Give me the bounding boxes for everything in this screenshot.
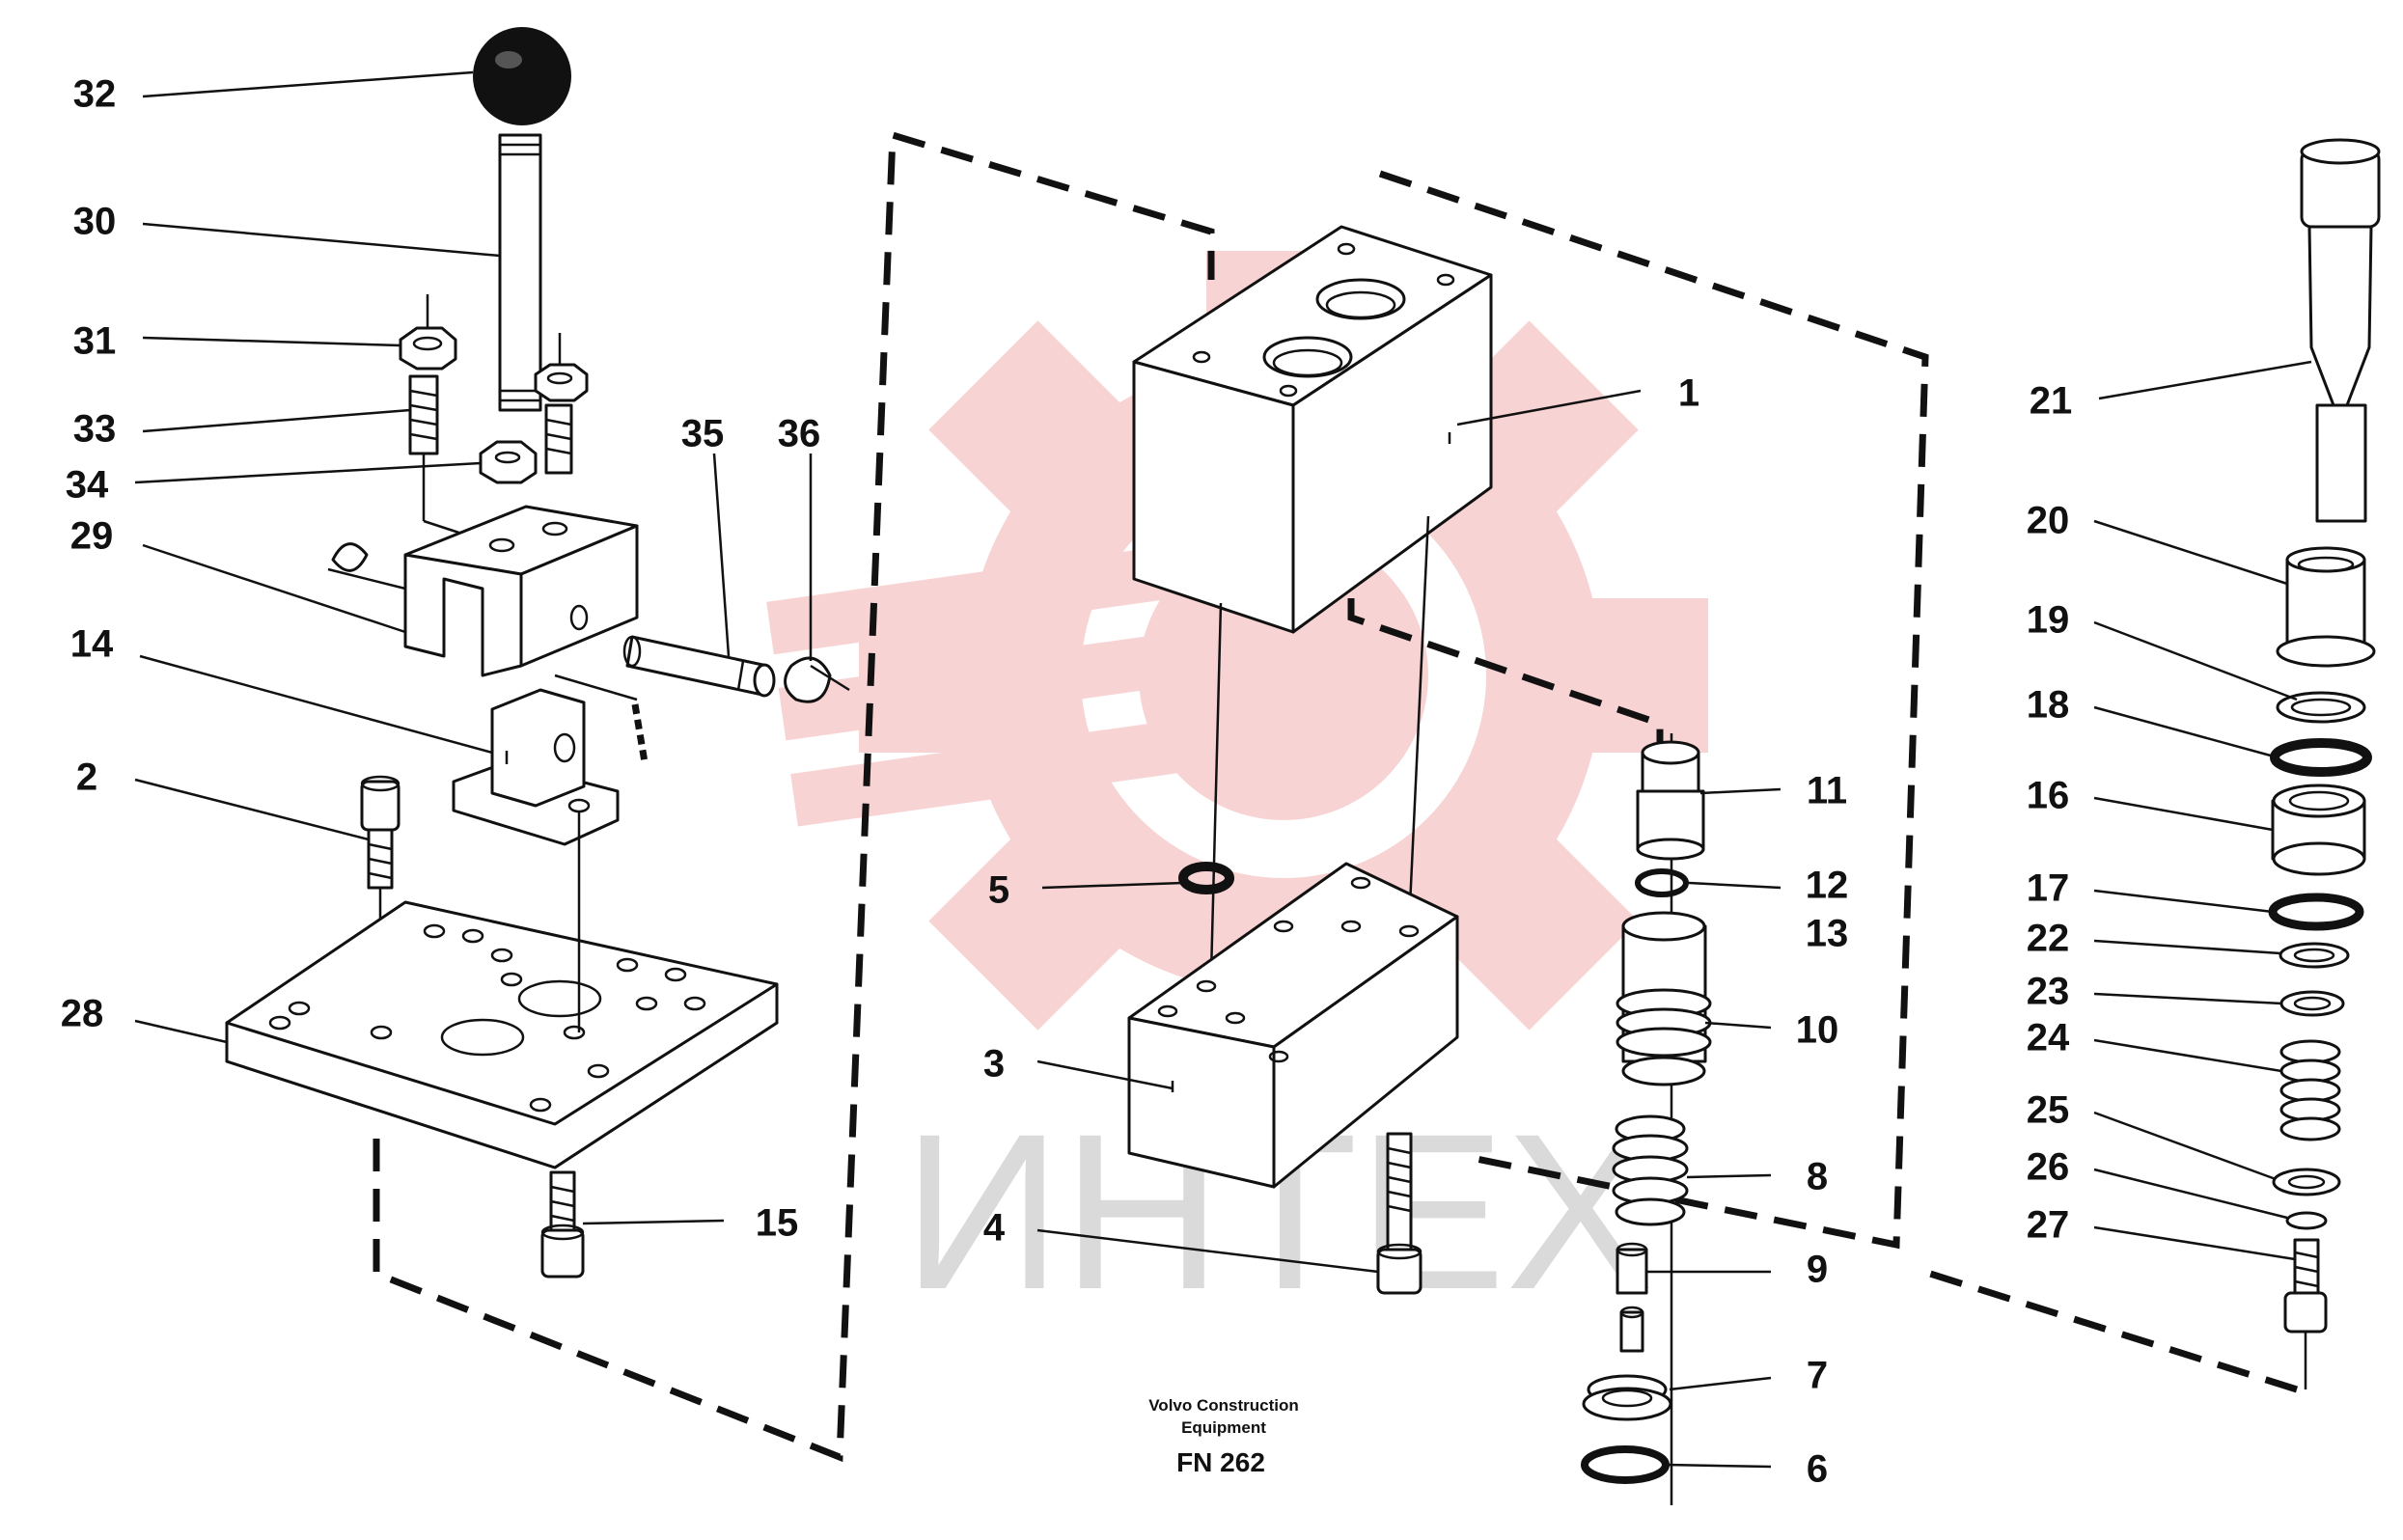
caption-block: Volvo Construction Equipment FN 262 xyxy=(1148,1396,1299,1477)
leader-line-29 xyxy=(142,543,406,634)
leader-line-8 xyxy=(1686,1173,1772,1179)
knob xyxy=(473,27,571,125)
leader-line-32 xyxy=(142,70,474,98)
leader-line-4 xyxy=(1036,1228,1379,1274)
screw-right-of-lever xyxy=(534,333,589,475)
leader-line-20 xyxy=(2093,519,2288,586)
callout-18: 18 xyxy=(2027,684,2070,727)
nut-31 xyxy=(399,294,457,371)
cap-screw-15 xyxy=(540,1170,585,1279)
callout-1: 1 xyxy=(1678,372,1699,415)
leader-line-19 xyxy=(2093,620,2298,701)
lever-rod xyxy=(498,133,542,412)
callout-35: 35 xyxy=(681,413,725,455)
leader-line-1 xyxy=(1456,389,1642,426)
callout-29: 29 xyxy=(70,515,114,558)
leader-line-31 xyxy=(142,336,401,347)
callout-20: 20 xyxy=(2027,500,2070,542)
right-component-stack xyxy=(2268,138,2381,1389)
callout-2: 2 xyxy=(76,756,97,799)
figure-number: FN 262 xyxy=(1176,1447,1265,1477)
leader-line-18 xyxy=(2093,705,2279,759)
leader-line-5 xyxy=(1041,881,1184,890)
callout-31: 31 xyxy=(73,320,117,363)
leader-line-33 xyxy=(142,408,411,433)
leader-line-11 xyxy=(1699,787,1782,795)
callout-33: 33 xyxy=(73,408,117,451)
callout-9: 9 xyxy=(1807,1249,1828,1291)
callout-8: 8 xyxy=(1807,1156,1828,1198)
pin-35 xyxy=(622,635,776,698)
spool-stack xyxy=(1581,733,1712,1505)
leader-lines xyxy=(134,70,2312,1469)
callout-21: 21 xyxy=(2030,380,2073,423)
leader-line-35 xyxy=(712,453,731,657)
callout-28: 28 xyxy=(61,993,104,1035)
leader-line-26 xyxy=(2093,1168,2288,1220)
pivot-stand xyxy=(452,674,649,846)
leader-line-14 xyxy=(139,654,493,755)
callout-17: 17 xyxy=(2027,867,2070,910)
manufacturer-line-2: Equipment xyxy=(1181,1418,1266,1437)
callout-15: 15 xyxy=(756,1202,799,1245)
callout-4: 4 xyxy=(983,1207,1006,1250)
leader-line-34 xyxy=(134,461,482,484)
leader-line-21 xyxy=(2098,360,2312,400)
leader-line-23 xyxy=(2093,992,2283,1005)
callout-10: 10 xyxy=(1796,1009,1839,1052)
leader-line-10 xyxy=(1704,1021,1772,1030)
leader-line-30 xyxy=(142,222,501,258)
callout-3: 3 xyxy=(983,1043,1005,1086)
leader-line-7 xyxy=(1669,1376,1772,1391)
callout-25: 25 xyxy=(2027,1089,2070,1132)
nut-34 xyxy=(479,440,538,484)
callout-19: 19 xyxy=(2027,599,2070,642)
callout-34: 34 xyxy=(66,464,109,507)
lever-bracket xyxy=(327,505,639,677)
leader-line-3 xyxy=(1036,1059,1174,1090)
callout-5: 5 xyxy=(988,869,1009,912)
base-plate xyxy=(225,811,779,1169)
manufacturer-line-1: Volvo Construction xyxy=(1148,1396,1299,1415)
callout-24: 24 xyxy=(2027,1017,2070,1059)
leader-line-28 xyxy=(134,1019,228,1044)
callout-32: 32 xyxy=(73,73,117,116)
leader-line-27 xyxy=(2093,1225,2296,1261)
callout-16: 16 xyxy=(2027,775,2070,817)
leader-line-6 xyxy=(1665,1463,1772,1469)
leader-line-25 xyxy=(2093,1111,2277,1181)
set-screw-33 xyxy=(408,374,483,542)
callout-12: 12 xyxy=(1806,865,1849,907)
callout-22: 22 xyxy=(2027,918,2070,960)
leader-line-15 xyxy=(582,1219,725,1225)
callout-7: 7 xyxy=(1807,1355,1828,1397)
callout-27: 27 xyxy=(2027,1204,2070,1247)
lower-valve-block xyxy=(1127,862,1459,1189)
leader-line-2 xyxy=(134,778,370,841)
callout-36: 36 xyxy=(778,413,821,455)
leader-line-17 xyxy=(2093,889,2274,914)
leader-line-22 xyxy=(2093,939,2281,955)
leader-line-12 xyxy=(1688,881,1782,890)
retaining-clip-36 xyxy=(784,656,850,703)
callout-11: 11 xyxy=(1807,770,1847,812)
callout-26: 26 xyxy=(2027,1146,2070,1189)
callout-30: 30 xyxy=(73,201,117,243)
callout-23: 23 xyxy=(2027,971,2070,1013)
callout-13: 13 xyxy=(1806,913,1849,955)
o-ring-5 xyxy=(1178,862,1234,894)
leader-line-16 xyxy=(2093,796,2274,832)
leader-line-24 xyxy=(2093,1038,2282,1073)
callout-14: 14 xyxy=(70,623,114,666)
cap-screw-4 xyxy=(1376,1132,1422,1295)
valve-body xyxy=(1132,225,1493,976)
callout-6: 6 xyxy=(1807,1448,1828,1491)
